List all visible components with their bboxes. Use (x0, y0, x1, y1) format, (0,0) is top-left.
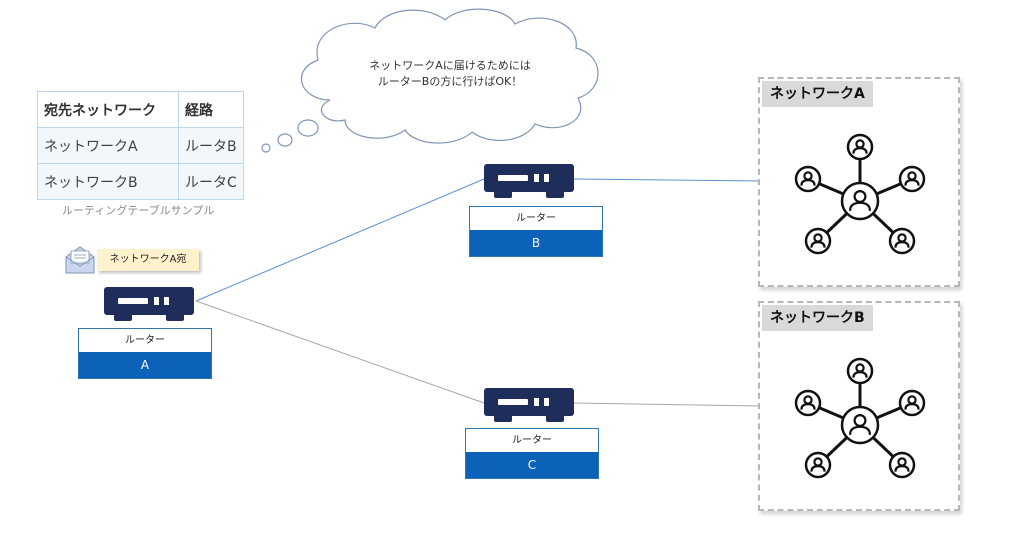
cell-route: ルータB (178, 127, 244, 164)
thought-bubble-text: ネットワークAに届けるためには ルーターBの方に行けばOK！ (340, 58, 560, 90)
thought-cloud (261, 8, 599, 153)
link-router-a-to-c (195, 300, 485, 404)
hub-person-icon (840, 405, 880, 445)
router-name: B (470, 230, 602, 256)
router-c-icon (484, 388, 574, 422)
person-icon (846, 357, 874, 385)
network-b-title: ネットワークB (762, 305, 873, 331)
router-a-icon (104, 287, 194, 321)
link-router-c-to-network-b (573, 402, 761, 407)
link-router-a-to-b (195, 178, 485, 302)
person-icon (794, 389, 822, 417)
hub-person-icon (840, 181, 880, 221)
cell-destination: ネットワークA (37, 127, 179, 164)
person-icon (888, 451, 916, 479)
people-network-icon (794, 357, 926, 479)
table-row: ネットワークB ルータC (37, 163, 244, 200)
router-type-label: ルーター (125, 335, 165, 346)
person-icon (898, 389, 926, 417)
thought-line-1: ネットワークAに届けるためには (369, 59, 531, 72)
person-icon (898, 165, 926, 193)
header-destination: 宛先ネットワーク (37, 91, 179, 128)
network-a-title: ネットワークA (762, 81, 873, 107)
person-icon (888, 227, 916, 255)
router-type-label: ルーター (516, 213, 556, 224)
envelope-icon (65, 246, 95, 274)
link-router-b-to-network-a (573, 178, 761, 182)
router-name: A (79, 352, 211, 378)
table-row: ネットワークA ルータB (37, 127, 244, 164)
person-icon (794, 165, 822, 193)
person-icon (804, 227, 832, 255)
thought-dot-small (261, 143, 271, 153)
routing-table: 宛先ネットワーク 経路 ネットワークA ルータB ネットワークB ルータC (37, 91, 244, 200)
router-a-label: ルーター A (78, 328, 212, 379)
thought-dot-large (297, 119, 319, 137)
router-name: C (466, 452, 598, 478)
router-b-label: ルーター B (469, 206, 603, 257)
person-icon (804, 451, 832, 479)
cell-destination: ネットワークB (37, 163, 179, 200)
network-b-box: ネットワークB (758, 301, 960, 511)
cell-route: ルータC (178, 163, 244, 200)
router-type-label: ルーター (512, 435, 552, 446)
thought-line-2: ルーターBの方に行けばOK！ (377, 75, 523, 88)
person-icon (846, 133, 874, 161)
network-a-box: ネットワークA (758, 77, 960, 287)
packet-destination-tag: ネットワークA宛 (97, 249, 199, 271)
people-network-icon (794, 133, 926, 255)
router-c-label: ルーター C (465, 428, 599, 479)
header-route: 経路 (178, 91, 244, 128)
router-b-icon (484, 164, 574, 198)
routing-table-header: 宛先ネットワーク 経路 (37, 91, 244, 128)
thought-dot-medium (277, 133, 293, 147)
routing-table-caption: ルーティングテーブルサンプル (62, 204, 215, 217)
